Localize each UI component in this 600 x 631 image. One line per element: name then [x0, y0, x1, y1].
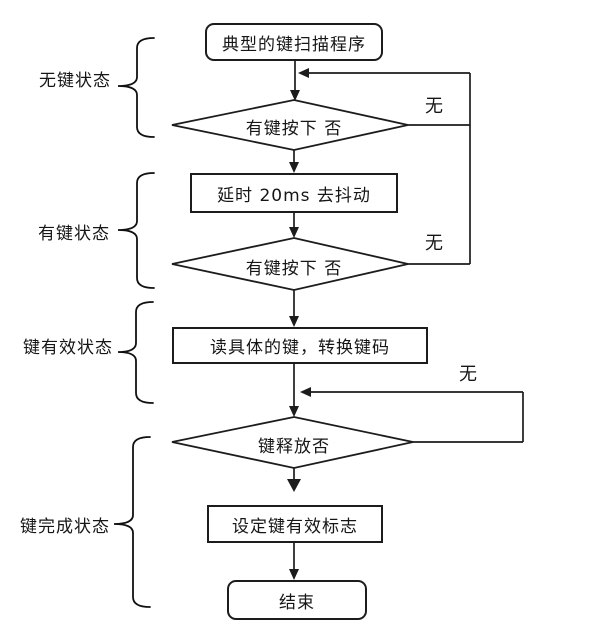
decision-key-pressed-1-label: 有键按下 否: [245, 119, 343, 139]
decision-key-pressed-2-label: 有键按下 否: [245, 259, 343, 279]
arrowheads: [287, 68, 311, 580]
arrowhead-down-icon: [289, 569, 299, 580]
node-read-key: 读具体的键，转换键码: [172, 327, 428, 364]
state-label-no-key: 无键状态: [39, 71, 111, 91]
arrowhead-down-icon: [287, 479, 301, 492]
arrowhead-left-icon: [298, 68, 309, 78]
branch-label-no-3: 无: [459, 364, 477, 385]
node-set-flag: 设定键有效标志: [207, 505, 383, 543]
node-start: 典型的键扫描程序: [205, 23, 383, 61]
decision-diamond-outline: [171, 99, 409, 151]
state-label-key-done: 键完成状态: [20, 517, 110, 537]
node-set-flag-label: 设定键有效标志: [232, 516, 358, 537]
arrowhead-left-icon: [300, 387, 311, 397]
state-brace: [117, 172, 155, 289]
node-start-label: 典型的键扫描程序: [222, 34, 366, 55]
arrowhead-down-icon: [290, 90, 300, 101]
arrowhead-down-icon: [289, 406, 299, 417]
state-label-key-valid: 键有效状态: [23, 338, 113, 358]
node-read-key-label: 读具体的键，转换键码: [210, 338, 390, 358]
state-braces: [113, 37, 155, 608]
state-brace: [117, 301, 154, 404]
branch-label-no-1: 无: [425, 96, 443, 117]
decision-diamond-outline: [171, 416, 414, 469]
decision-key-released-label: 键释放否: [258, 437, 330, 457]
state-brace: [113, 436, 151, 608]
branch-label-no-2: 无: [425, 233, 443, 254]
node-debounce: 延时 20ms 去抖动: [190, 173, 398, 213]
state-brace: [117, 37, 155, 138]
decision-diamond-outline: [171, 237, 409, 291]
arrowhead-down-icon: [289, 162, 299, 173]
node-end: 结束: [227, 580, 367, 620]
node-debounce-label: 延时 20ms 去抖动: [217, 185, 371, 206]
arrowhead-down-icon: [289, 316, 299, 327]
node-end-label: 结束: [279, 592, 315, 613]
decision-diamonds: [171, 99, 414, 469]
arrowhead-down-icon: [289, 227, 299, 238]
state-label-key-down: 有键状态: [38, 224, 110, 244]
